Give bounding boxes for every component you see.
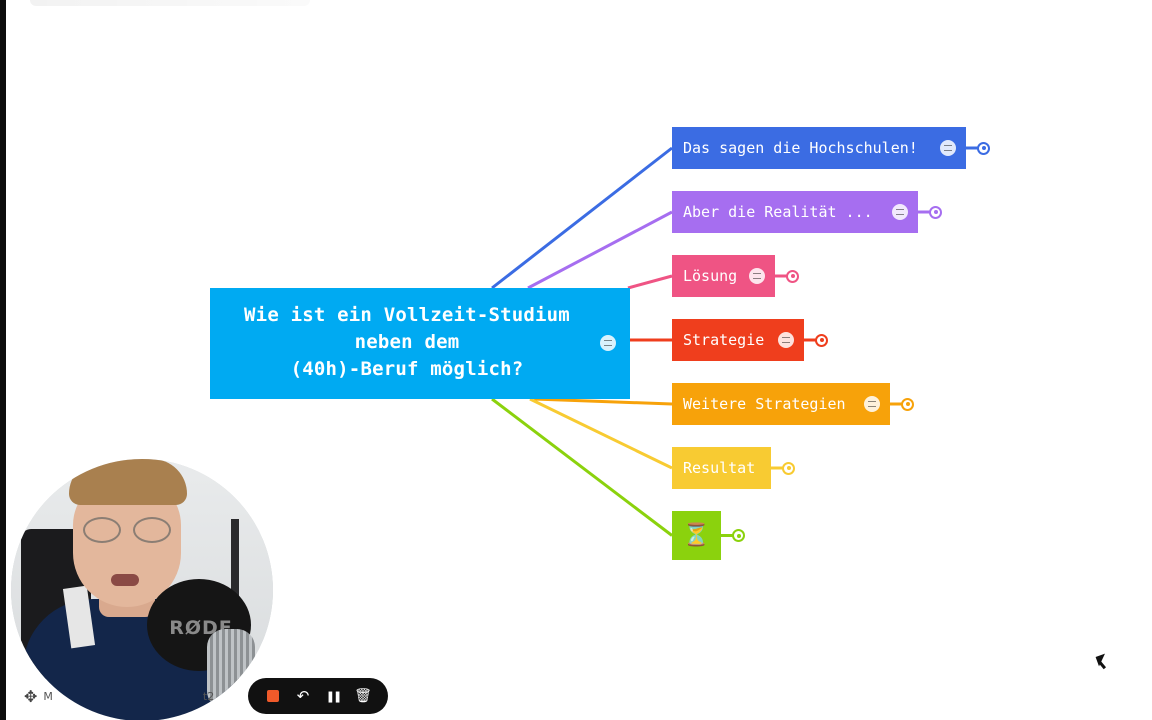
collapse-toggle-icon[interactable]	[815, 333, 828, 347]
pause-icon: ❚❚	[325, 689, 343, 703]
connector-line-3	[627, 274, 673, 290]
branch-label: Lösung	[683, 267, 738, 285]
branch-label: Strategie	[683, 331, 765, 349]
branch-node-1[interactable]: Das sagen die Hochschulen!	[672, 127, 966, 169]
branch-node-6[interactable]: Resultat	[672, 447, 771, 489]
branch-node-3[interactable]: Lösung	[672, 255, 775, 297]
stop-recording-button[interactable]	[262, 685, 284, 707]
webcam-overlay[interactable]: RØDE	[11, 459, 273, 720]
top-toolbar-remnant	[30, 0, 310, 6]
branch-node-4[interactable]: Strategie	[672, 319, 804, 361]
branch-label: Das sagen die Hochschulen!	[683, 139, 918, 157]
note-icon[interactable]	[778, 332, 794, 348]
note-icon[interactable]	[864, 396, 880, 412]
collapse-toggle-icon[interactable]	[977, 141, 990, 155]
central-topic-line-1: Wie ist ein Vollzeit-Studium	[244, 304, 570, 326]
connector-line-2	[527, 210, 673, 290]
bottom-left-label: M	[43, 689, 53, 703]
connector-line-5	[533, 397, 673, 406]
connector-line-7	[491, 397, 673, 537]
note-icon[interactable]	[940, 140, 956, 156]
bottom-left-control[interactable]: ✥ M t2	[24, 684, 224, 708]
move-icon[interactable]: ✥	[24, 686, 38, 706]
connector-line-6	[529, 397, 673, 470]
branch-node-7[interactable]: ⏳	[672, 511, 721, 560]
collapse-toggle-icon[interactable]	[901, 397, 914, 411]
central-topic-node[interactable]: Wie ist ein Vollzeit-Studium neben dem (…	[210, 288, 630, 399]
webcam-hair	[69, 459, 187, 505]
central-topic-line-2: neben dem	[354, 331, 460, 353]
undo-button[interactable]: ↶	[292, 685, 314, 707]
stop-icon	[267, 690, 279, 702]
webcam-mouth	[111, 574, 139, 586]
hourglass-icon: ⏳	[682, 522, 711, 548]
branch-label: Weitere Strategien	[683, 395, 846, 413]
microphone-body	[207, 629, 255, 709]
bottom-left-suffix: t2	[202, 689, 215, 703]
undo-icon: ↶	[296, 687, 310, 705]
window-edge	[0, 0, 6, 720]
note-icon[interactable]	[600, 335, 616, 351]
webcam-glasses	[83, 517, 175, 543]
collapse-toggle-icon[interactable]	[786, 269, 799, 283]
central-topic-line-3: (40h)-Beruf möglich?	[290, 358, 524, 380]
branch-node-2[interactable]: Aber die Realität ...	[672, 191, 918, 233]
collapse-toggle-icon[interactable]	[732, 529, 745, 542]
connector-line-1	[491, 146, 673, 290]
recording-controls: ↶ ❚❚ 🗑	[248, 678, 388, 714]
note-icon[interactable]	[892, 204, 908, 220]
pause-button[interactable]: ❚❚	[322, 685, 344, 707]
collapse-toggle-icon[interactable]	[782, 461, 795, 475]
branch-label: Aber die Realität ...	[683, 203, 873, 221]
collapse-toggle-icon[interactable]	[929, 205, 942, 219]
trash-icon: 🗑	[354, 688, 372, 704]
mouse-cursor	[1095, 653, 1109, 667]
branch-label: Resultat	[683, 459, 756, 477]
branch-node-5[interactable]: Weitere Strategien	[672, 383, 890, 425]
note-icon[interactable]	[749, 268, 765, 284]
delete-recording-button[interactable]: 🗑	[352, 685, 374, 707]
